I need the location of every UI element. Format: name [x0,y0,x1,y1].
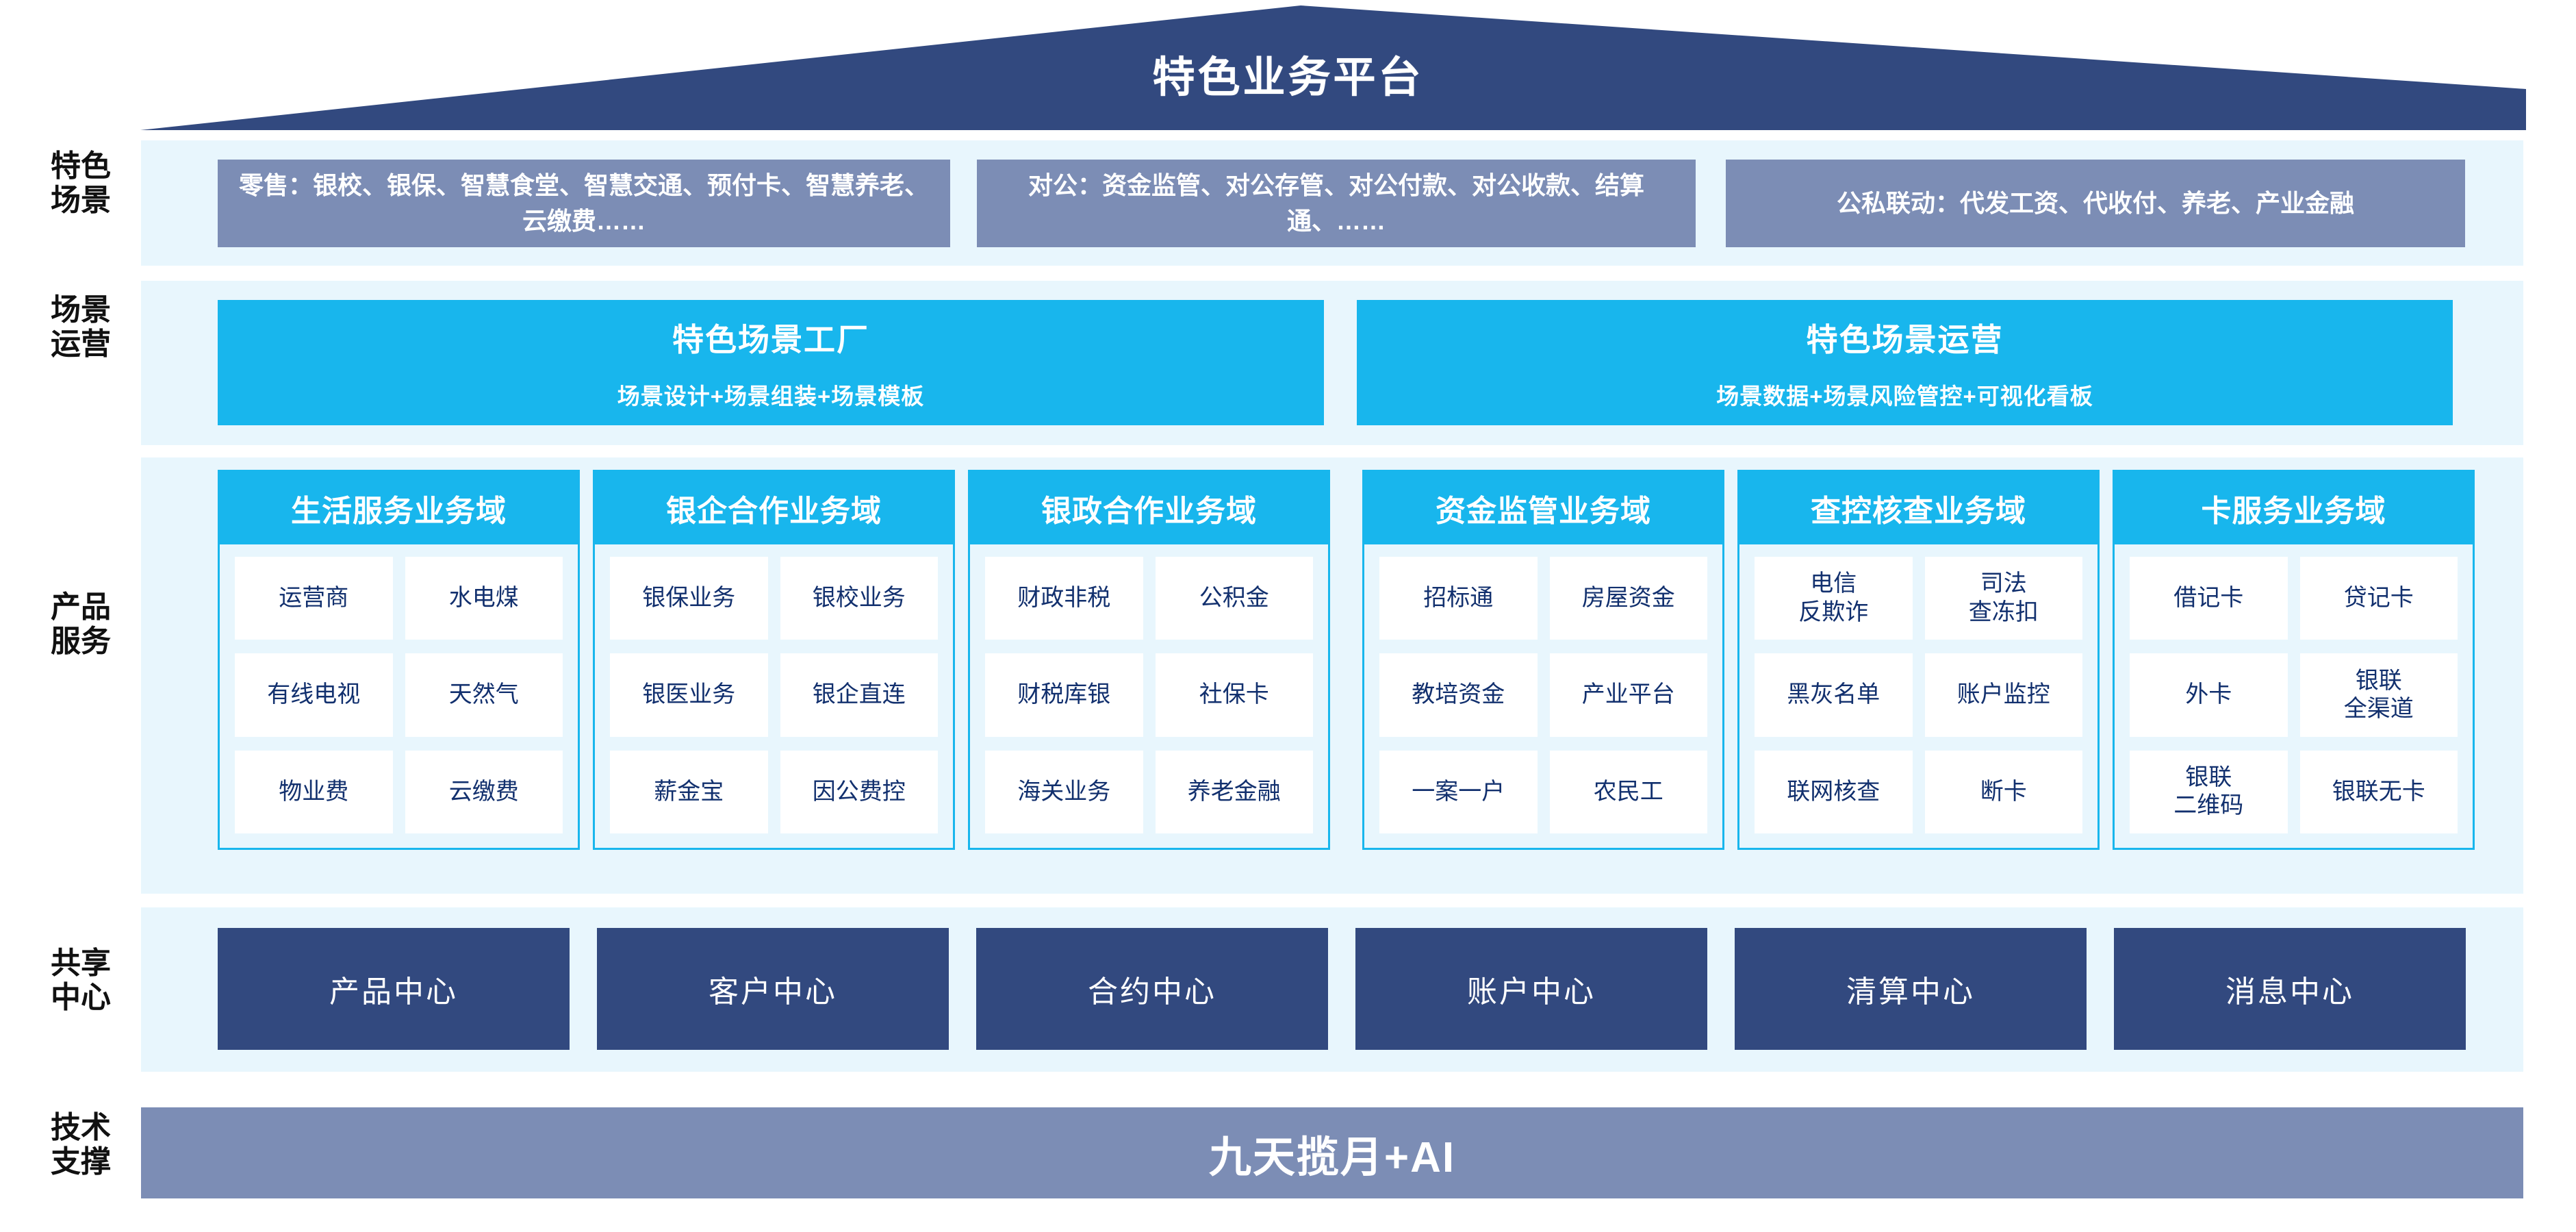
domain-item[interactable]: 社保卡 [1155,653,1313,737]
domain-title-life-service: 生活服务业务域 [220,472,578,544]
domain-item[interactable]: 司法查冻扣 [1924,557,2082,640]
scene-factory-title: 特色场景工厂 [672,321,869,357]
domain-item[interactable]: 账户监控 [1924,653,2082,737]
domain-grid-bank-government: 财政非税 公积金 财税库银 社保卡 海关业务 养老金融 [970,544,1328,847]
row-label-tech-line2: 支撑 [51,1145,111,1179]
domain-item[interactable]: 一案一户 [1379,750,1538,833]
scene-factory-subtitle: 场景设计+场景组装+场景模板 [617,383,925,409]
domain-title-card-service: 卡服务业务域 [2115,472,2473,544]
row-label-shared-line1: 共享 [51,946,111,980]
domain-item[interactable]: 水电煤 [405,557,563,640]
row-label-operations-line2: 运营 [51,327,111,362]
domain-card-bank-enterprise[interactable]: 银企合作业务域 银保业务 银校业务 银医业务 银企直连 薪金宝 因公费控 [593,470,955,850]
domain-item[interactable]: 黑灰名单 [1755,653,1913,737]
domain-card-card-service[interactable]: 卡服务业务域 借记卡 贷记卡 外卡 银联全渠道 银联二维码 银联无卡 [2113,470,2475,850]
domain-title-bank-government: 银政合作业务域 [970,472,1328,544]
domain-item[interactable]: 联网核查 [1755,750,1913,833]
shared-center-product-center[interactable]: 产品中心 [218,928,570,1050]
domain-item[interactable]: 银医业务 [610,653,768,737]
domain-grid-life-service: 运营商 水电煤 有线电视 天然气 物业费 云缴费 [220,544,578,847]
domain-item[interactable]: 公积金 [1155,557,1313,640]
row-label-shared: 共享 中心 [19,946,142,1015]
domain-item[interactable]: 贷记卡 [2299,557,2458,640]
scene-operation-subtitle: 场景数据+场景风险管控+可视化看板 [1716,383,2093,409]
operations-box-scene-operation[interactable]: 特色场景运营 场景数据+场景风险管控+可视化看板 [1357,300,2453,425]
domain-title-investigation-control: 查控核查业务域 [1739,472,2097,544]
domain-item[interactable]: 银企直连 [780,653,938,737]
domain-item[interactable]: 有线电视 [235,653,393,737]
row-label-products-line2: 服务 [51,625,111,659]
domain-item[interactable]: 银联无卡 [2299,750,2458,833]
domain-card-life-service[interactable]: 生活服务业务域 运营商 水电煤 有线电视 天然气 物业费 云缴费 [218,470,580,850]
domain-item[interactable]: 银校业务 [780,557,938,640]
row-label-operations: 场景 运营 [19,293,142,362]
row-label-shared-line2: 中心 [51,981,111,1015]
row-label-products: 产品 服务 [19,590,142,659]
row-label-scenarios: 特色 场景 [19,149,142,218]
domain-item[interactable]: 物业费 [235,750,393,833]
tech-support-bar[interactable]: 九天揽月+AI [141,1107,2523,1198]
scenario-box-public-private[interactable]: 公私联动：代发工资、代收付、养老、产业金融 [1726,160,2465,247]
domain-item[interactable]: 养老金融 [1155,750,1313,833]
banner-roof-shape [140,5,2526,130]
scene-operation-title: 特色场景运营 [1806,321,2004,357]
shared-center-customer-center[interactable]: 客户中心 [597,928,949,1050]
domain-item[interactable]: 财税库银 [985,653,1143,737]
domain-item[interactable]: 因公费控 [780,750,938,833]
domain-grid-fund-supervision: 招标通 房屋资金 教培资金 产业平台 一案一户 农民工 [1364,544,1722,847]
domain-grid-card-service: 借记卡 贷记卡 外卡 银联全渠道 银联二维码 银联无卡 [2115,544,2473,847]
domain-item[interactable]: 教培资金 [1379,653,1538,737]
platform-banner: 特色业务平台 [0,0,2576,137]
domain-item[interactable]: 海关业务 [985,750,1143,833]
domain-item[interactable]: 银联二维码 [2130,750,2288,833]
row-label-operations-line1: 场景 [51,293,111,327]
domain-grid-bank-enterprise: 银保业务 银校业务 银医业务 银企直连 薪金宝 因公费控 [595,544,953,847]
domain-card-fund-supervision[interactable]: 资金监管业务域 招标通 房屋资金 教培资金 产业平台 一案一户 农民工 [1362,470,1724,850]
domain-item[interactable]: 运营商 [235,557,393,640]
domain-item[interactable]: 房屋资金 [1549,557,1707,640]
domain-item[interactable]: 断卡 [1924,750,2082,833]
domain-item[interactable]: 薪金宝 [610,750,768,833]
domain-item[interactable]: 外卡 [2130,653,2288,737]
scenario-box-corporate[interactable]: 对公：资金监管、对公存管、对公付款、对公收款、结算通、…… [977,160,1696,247]
row-label-tech: 技术 支撑 [19,1111,142,1179]
domain-card-bank-government[interactable]: 银政合作业务域 财政非税 公积金 财税库银 社保卡 海关业务 养老金融 [968,470,1330,850]
row-label-scenarios-line1: 特色 [51,149,111,183]
domain-item[interactable]: 农民工 [1549,750,1707,833]
shared-center-contract-center[interactable]: 合约中心 [976,928,1328,1050]
domain-item[interactable]: 天然气 [405,653,563,737]
domain-item[interactable]: 银联全渠道 [2299,653,2458,737]
page-title: 特色业务平台 [1152,54,1424,101]
shared-center-message-center[interactable]: 消息中心 [2114,928,2466,1050]
shared-center-settlement-center[interactable]: 清算中心 [1735,928,2087,1050]
domain-item[interactable]: 借记卡 [2130,557,2288,640]
domain-title-fund-supervision: 资金监管业务域 [1364,472,1722,544]
domain-grid-investigation-control: 电信反欺诈 司法查冻扣 黑灰名单 账户监控 联网核查 断卡 [1739,544,2097,847]
operations-box-scene-factory[interactable]: 特色场景工厂 场景设计+场景组装+场景模板 [218,300,1324,425]
domain-item[interactable]: 招标通 [1379,557,1538,640]
scenario-box-retail[interactable]: 零售：银校、银保、智慧食堂、智慧交通、预付卡、智慧养老、云缴费…… [218,160,950,247]
domain-item[interactable]: 产业平台 [1549,653,1707,737]
row-label-scenarios-line2: 场景 [51,184,111,218]
domain-title-bank-enterprise: 银企合作业务域 [595,472,953,544]
domain-card-investigation-control[interactable]: 查控核查业务域 电信反欺诈 司法查冻扣 黑灰名单 账户监控 联网核查 断卡 [1737,470,2100,850]
domain-item[interactable]: 电信反欺诈 [1755,557,1913,640]
row-label-tech-line1: 技术 [51,1111,111,1144]
domain-item[interactable]: 财政非税 [985,557,1143,640]
domain-item[interactable]: 银保业务 [610,557,768,640]
shared-center-account-center[interactable]: 账户中心 [1355,928,1707,1050]
row-label-products-line1: 产品 [51,590,111,624]
domain-item[interactable]: 云缴费 [405,750,563,833]
